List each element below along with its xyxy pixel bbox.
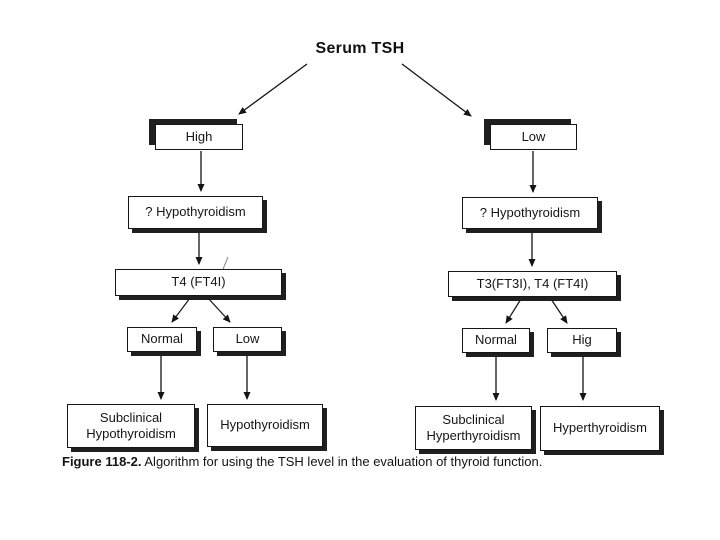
node-subclinical-hyperthyroidism-label: Subclinical Hyperthyroidism bbox=[426, 411, 521, 443]
node-low-top: Low bbox=[490, 124, 577, 150]
node-normal-right-label: Normal bbox=[475, 332, 517, 348]
diagram-title: Serum TSH bbox=[315, 40, 405, 57]
node-t4: T4 (FT4I) bbox=[115, 269, 282, 296]
node-normal-left: Normal bbox=[127, 327, 197, 352]
figure-caption-number: Figure 118-2. bbox=[62, 454, 142, 469]
arrow-t3-to-normal bbox=[505, 298, 522, 324]
node-t3-t4: T3(FT3I), T4 (FT4I) bbox=[448, 271, 617, 297]
node-t3-t4-label: T3(FT3I), T4 (FT4I) bbox=[476, 275, 589, 291]
figure-caption: Figure 118-2. Algorithm for using the TS… bbox=[62, 454, 652, 469]
node-query-hypothyroidism-right: ? Hypothyroidism bbox=[462, 197, 598, 229]
node-hyperthyroidism-label: Hyperthyroidism bbox=[553, 420, 647, 436]
arrow-t4-to-normal bbox=[171, 297, 191, 323]
node-normal-right: Normal bbox=[462, 328, 530, 353]
node-hypothyroidism: Hypothyroidism bbox=[207, 404, 323, 447]
node-high: High bbox=[155, 124, 243, 150]
node-subclinical-hyperthyroidism: Subclinical Hyperthyroidism bbox=[415, 406, 532, 450]
node-subclinical-hypothyroidism-label: Subclinical Hypothyroidism bbox=[86, 409, 176, 441]
node-query-hypothyroidism-left-label: ? Hypothyroidism bbox=[145, 204, 246, 220]
node-low-left: Low bbox=[213, 327, 282, 352]
node-normal-left-label: Normal bbox=[141, 331, 183, 347]
arrow-tsh-to-high bbox=[238, 63, 308, 115]
node-t4-label: T4 (FT4I) bbox=[171, 274, 226, 290]
figure-caption-text: Algorithm for using the TSH level in the… bbox=[141, 454, 543, 469]
node-hypothyroidism-label: Hypothyroidism bbox=[220, 417, 310, 433]
node-low-top-label: Low bbox=[521, 128, 546, 144]
node-hig-label: Hig bbox=[572, 332, 592, 348]
node-low-left-label: Low bbox=[235, 331, 260, 347]
arrow-tsh-to-low bbox=[401, 63, 472, 117]
node-query-hypothyroidism-right-label: ? Hypothyroidism bbox=[479, 204, 581, 220]
node-hyperthyroidism: Hyperthyroidism bbox=[540, 406, 660, 451]
node-subclinical-hypothyroidism: Subclinical Hypothyroidism bbox=[67, 404, 195, 448]
arrow-t4-to-low bbox=[207, 297, 231, 323]
node-hig: Hig bbox=[547, 328, 617, 353]
arrow-t3-to-hig bbox=[550, 298, 568, 324]
node-query-hypothyroidism-left: ? Hypothyroidism bbox=[128, 196, 263, 229]
node-high-label: High bbox=[185, 128, 213, 144]
